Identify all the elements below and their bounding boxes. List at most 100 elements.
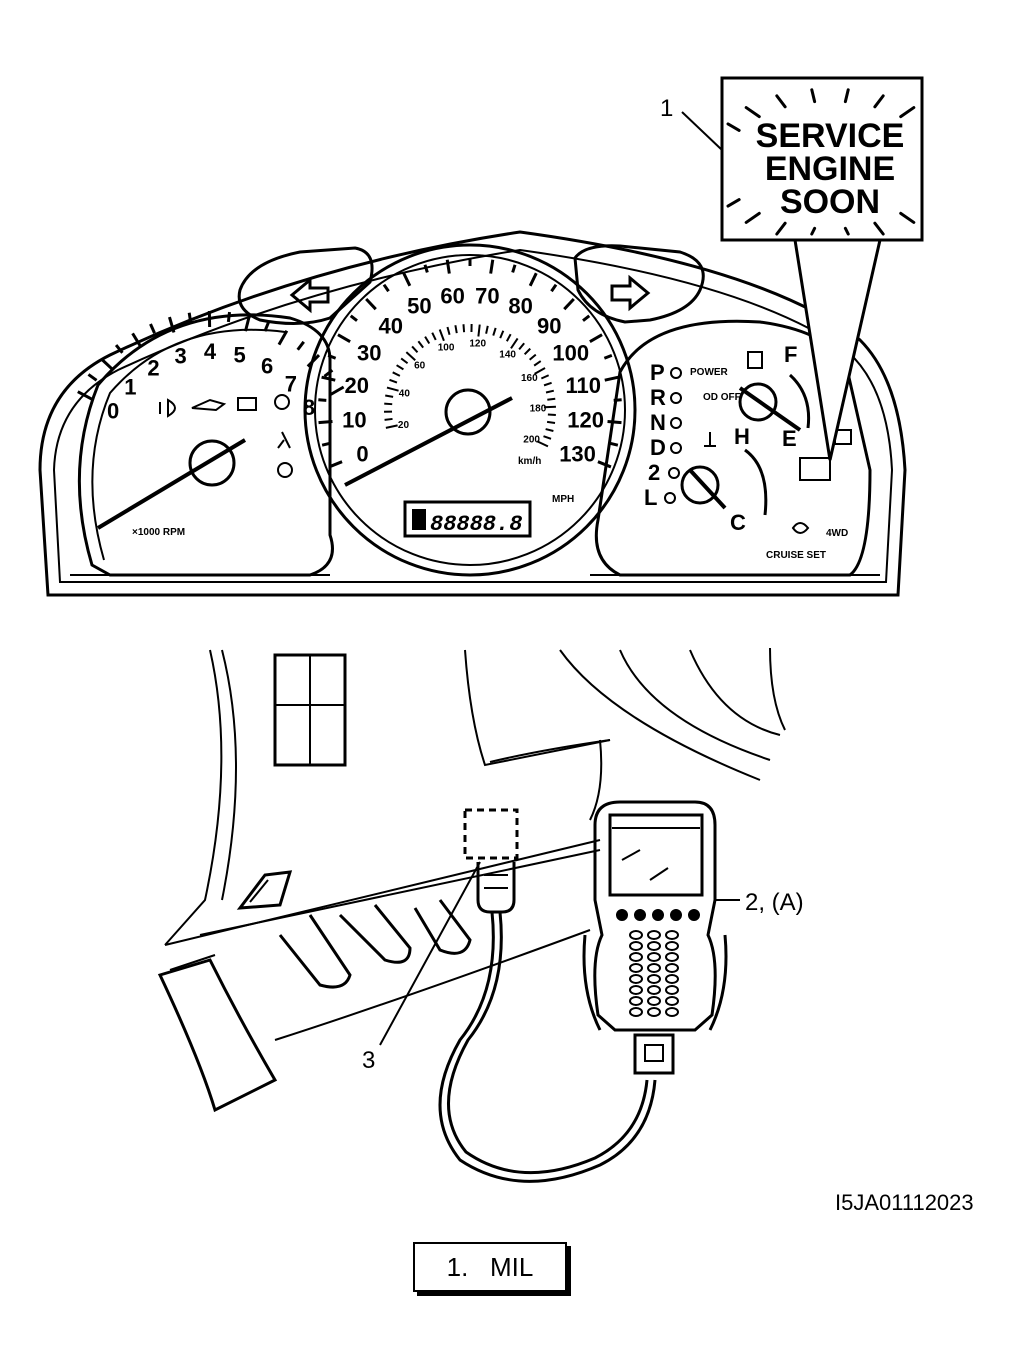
tach-number: 4 (204, 339, 217, 364)
scan-tool-key (665, 952, 679, 962)
tach-number: 8 (303, 395, 315, 420)
scan-tool-key (629, 952, 643, 962)
speed-kmh-number: 60 (414, 360, 426, 371)
scan-tool-key (647, 952, 661, 962)
kmh-tick (386, 386, 399, 392)
kmh-tick (505, 333, 512, 342)
mil-glow-rays (726, 88, 916, 236)
cluster-housing (38, 230, 907, 597)
fuel-empty-mark: E (782, 426, 797, 451)
scan-tool-connector (633, 1033, 675, 1075)
speed-tick (349, 314, 358, 322)
pedal-2 (338, 904, 412, 964)
speed-tick (402, 272, 412, 287)
speed-tick (328, 460, 343, 469)
speed-tick (489, 259, 495, 274)
kmh-tick (396, 364, 404, 371)
tach-tick (323, 369, 334, 378)
kmh-tick (438, 329, 445, 342)
kmh-tick (485, 325, 489, 334)
scan-tool-key (629, 963, 643, 973)
glow-ray (775, 221, 787, 236)
scan-tool-key (652, 909, 664, 921)
tach-tick (131, 332, 143, 348)
speed-tick (603, 353, 613, 360)
kmh-tick (389, 378, 398, 384)
speed-kmh-number: 160 (521, 373, 538, 384)
scan-tool-key (665, 974, 679, 984)
callout-3: 3 (362, 1047, 375, 1074)
speedometer (303, 243, 637, 577)
speed-tick (327, 353, 337, 360)
tach-tick (306, 353, 321, 368)
speed-kmh-number: 200 (523, 435, 540, 446)
fuel-pump-icon (747, 351, 763, 369)
speed-tick (597, 460, 612, 469)
speed-mph-number: 0 (356, 441, 368, 466)
scan-tool-key (647, 930, 661, 940)
glow-ray (843, 226, 850, 236)
mil-callout-pointer (793, 239, 882, 461)
speed-mph-number: 120 (567, 408, 604, 433)
tachometer-needle (96, 438, 247, 530)
speed-tick (365, 297, 377, 311)
kmh-tick (477, 324, 481, 337)
gear-letter: R (650, 385, 666, 410)
speed-mph-number: 90 (537, 313, 561, 338)
kmh-tick (400, 357, 409, 365)
speedometer-needle (344, 388, 513, 487)
glow-ray (775, 94, 787, 109)
kmh-tick (545, 389, 555, 394)
tach-number: 3 (175, 343, 187, 368)
kmh-tick (385, 424, 398, 429)
scan-tool-key (647, 996, 661, 1006)
tach-tick (77, 390, 93, 401)
gear-lamp (670, 367, 682, 379)
temp-hot-mark: H (734, 424, 750, 449)
kmh-tick (385, 394, 394, 398)
speed-kmh-number: 120 (469, 338, 486, 349)
kmh-tick (523, 347, 531, 356)
speed-tick (563, 297, 575, 311)
kmh-tick (536, 440, 549, 448)
glow-ray (843, 88, 850, 104)
tach-tick (114, 344, 124, 354)
kmh-tick (518, 342, 525, 351)
oil-pressure-icon (191, 398, 227, 412)
gear-lamp (670, 417, 682, 429)
scan-tool-body (593, 800, 717, 1032)
scan-tool-key (629, 974, 643, 984)
awd-icon (791, 522, 810, 534)
kmh-tick (543, 381, 552, 387)
legend-text: 1. MIL (446, 1251, 534, 1282)
pedal-3 (413, 899, 472, 955)
scan-tool-key (647, 1007, 661, 1017)
glow-ray (810, 226, 817, 236)
speed-mph-number: 20 (344, 373, 368, 398)
speed-kmh-number: 140 (499, 349, 516, 360)
scan-tool-key (616, 909, 628, 921)
scan-tool-key (647, 974, 661, 984)
tach-tick (87, 373, 98, 382)
tachometer-ticks (77, 310, 345, 401)
glow-ray (726, 198, 741, 208)
glow-ray (726, 122, 741, 132)
scan-tool-keypad (616, 909, 700, 1017)
speed-tick (318, 398, 327, 402)
scan-tool-key (647, 985, 661, 995)
speed-tick (589, 333, 603, 343)
kmh-tick (499, 330, 505, 339)
speed-mph-number: 110 (566, 373, 602, 398)
speedometer-ticks (318, 258, 622, 469)
tachometer (77, 313, 334, 577)
speed-tick (511, 264, 517, 273)
scan-tool-key (647, 941, 661, 951)
scan-tool-key (665, 1007, 679, 1017)
scan-tool-key (629, 985, 643, 995)
scan-tool-key (629, 1007, 643, 1017)
speed-mph-number: 10 (342, 408, 366, 433)
speed-tick (609, 441, 619, 447)
power-label: POWER (690, 367, 729, 378)
gear-lamp (664, 492, 676, 504)
